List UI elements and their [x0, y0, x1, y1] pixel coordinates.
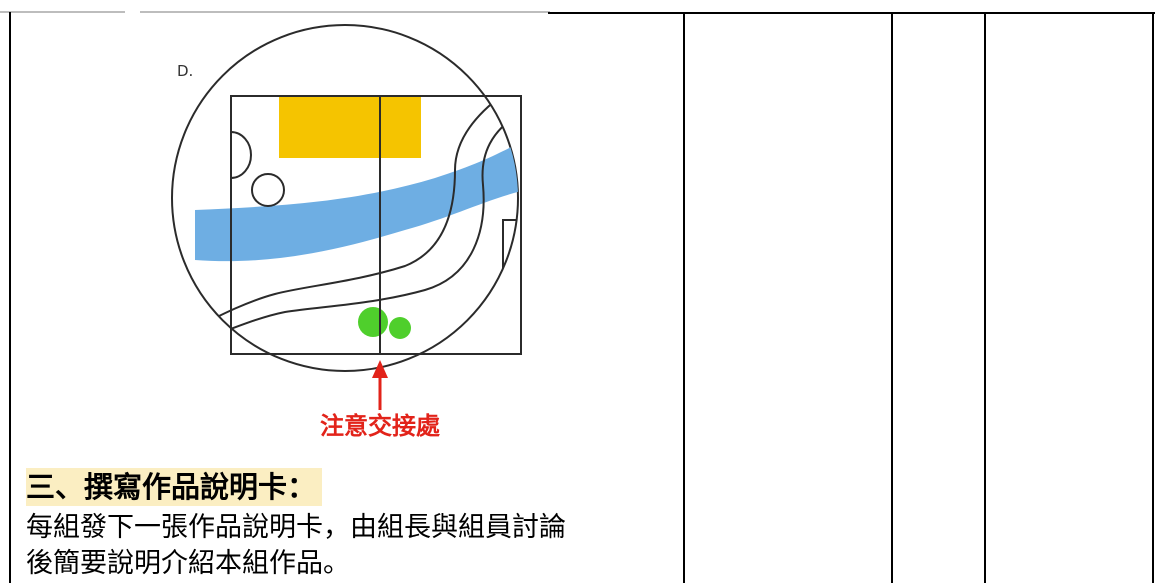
half-circle-feature — [230, 131, 252, 179]
contour-line-1 — [194, 79, 518, 329]
callout-arrow-head — [372, 360, 388, 378]
table-top-edge-left — [0, 11, 125, 13]
map-figure: D. 注意交接處 — [171, 24, 522, 440]
river — [195, 140, 518, 262]
table-top-edge-middle — [140, 11, 550, 13]
table-top-border — [548, 12, 1155, 14]
column-divider-2 — [891, 12, 893, 583]
description-line-1: 每組發下一張作品說明卡，由組長與組員討論 — [26, 512, 566, 543]
map-frame — [230, 95, 522, 355]
magnifier-circle — [171, 24, 519, 372]
column-divider-1 — [683, 12, 685, 583]
column-divider-3 — [984, 12, 986, 583]
tree-large — [358, 307, 388, 337]
small-circle-feature — [251, 173, 285, 207]
section-heading: 三、撰寫作品說明卡： — [26, 468, 323, 506]
contour-line-2 — [194, 109, 518, 343]
tree-small — [389, 317, 411, 339]
panel-letter: D. — [177, 62, 193, 80]
yellow-block — [279, 96, 421, 158]
table-right-border — [1152, 12, 1154, 583]
table-left-border — [9, 12, 11, 583]
callout-label: 注意交接處 — [320, 412, 440, 440]
description-line-2: 後簡要說明介紹本組作品。 — [26, 548, 350, 579]
